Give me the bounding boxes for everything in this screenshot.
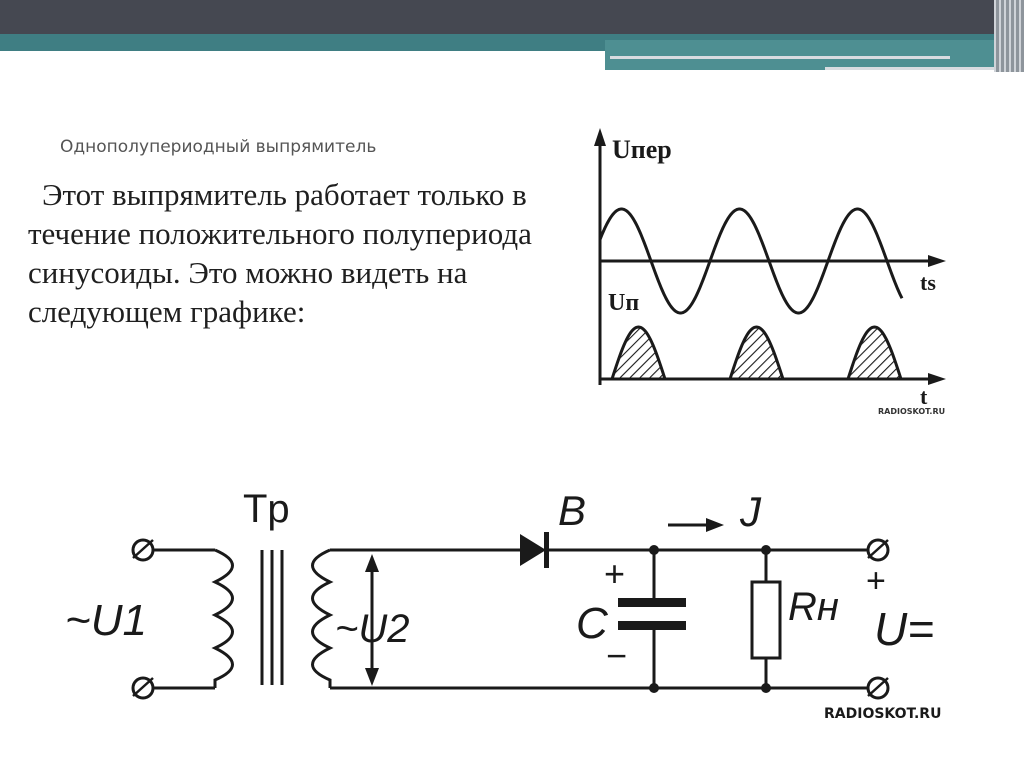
header-dark-band bbox=[0, 0, 1024, 34]
current-label: J bbox=[739, 488, 762, 535]
graph-bottom-axis-arrow bbox=[928, 373, 946, 385]
slide-subtitle: Однополупериодный выпрямитель bbox=[60, 137, 377, 157]
slide-body-text: Этот выпрямитель работает только в течен… bbox=[28, 177, 532, 329]
load-label: Rн bbox=[788, 585, 839, 629]
node-dot bbox=[761, 545, 771, 555]
node-dot bbox=[649, 683, 659, 693]
rectified-half-waves bbox=[609, 325, 904, 381]
waveform-graph: Uпер Uп ts t RADIOSKOT.RU bbox=[594, 128, 946, 416]
graph-time-label-bottom: t bbox=[920, 384, 928, 409]
rectified-hump bbox=[727, 325, 786, 381]
rectifier-circuit: Tp ~U1 ~U2 B J C + − Rн + U= RADIOSKOT.R… bbox=[65, 487, 941, 722]
u2-arrow-head-top bbox=[365, 554, 379, 572]
node-dot bbox=[649, 545, 659, 555]
graph-watermark: RADIOSKOT.RU bbox=[878, 407, 945, 416]
capacitor-plate-top bbox=[618, 598, 686, 607]
output-terminal-bottom bbox=[866, 676, 890, 700]
load-resistor bbox=[750, 580, 782, 660]
primary-coil bbox=[211, 548, 234, 688]
capacitor-minus: − bbox=[606, 635, 627, 676]
graph-y-axis-arrow bbox=[594, 128, 606, 146]
current-arrow-head bbox=[706, 518, 724, 532]
output-voltage-label: U= bbox=[874, 603, 934, 655]
capacitor-plus: + bbox=[604, 553, 625, 594]
transformer-label: Tp bbox=[243, 487, 290, 531]
capacitor-label: C bbox=[576, 599, 609, 648]
diode-label: B bbox=[558, 487, 586, 534]
header-accent-line bbox=[610, 56, 950, 59]
rectified-hump bbox=[609, 325, 668, 381]
capacitor-plate-bottom bbox=[618, 621, 686, 630]
header-accent-line-short bbox=[825, 67, 1005, 70]
node-dot bbox=[761, 683, 771, 693]
u2-arrow-head-bottom bbox=[365, 668, 379, 686]
diode-symbol bbox=[520, 534, 546, 566]
output-plus: + bbox=[866, 562, 886, 600]
graph-bottom-label: Uп bbox=[608, 290, 639, 316]
header-corner-stripes bbox=[994, 0, 1024, 72]
secondary-coil bbox=[311, 548, 334, 688]
graph-top-axis-arrow bbox=[928, 255, 946, 267]
header-teal-accent bbox=[605, 40, 1024, 70]
secondary-voltage-label: ~U2 bbox=[335, 607, 410, 651]
diode-bar bbox=[544, 532, 549, 568]
rectified-hump bbox=[845, 325, 904, 381]
circuit-watermark: RADIOSKOT.RU bbox=[824, 706, 941, 722]
graph-top-label: Uпер bbox=[612, 135, 672, 164]
input-voltage-label: ~U1 bbox=[65, 596, 147, 645]
graph-time-label-top: ts bbox=[920, 270, 936, 295]
output-terminal-top bbox=[866, 538, 890, 562]
input-sine-wave bbox=[598, 207, 904, 315]
